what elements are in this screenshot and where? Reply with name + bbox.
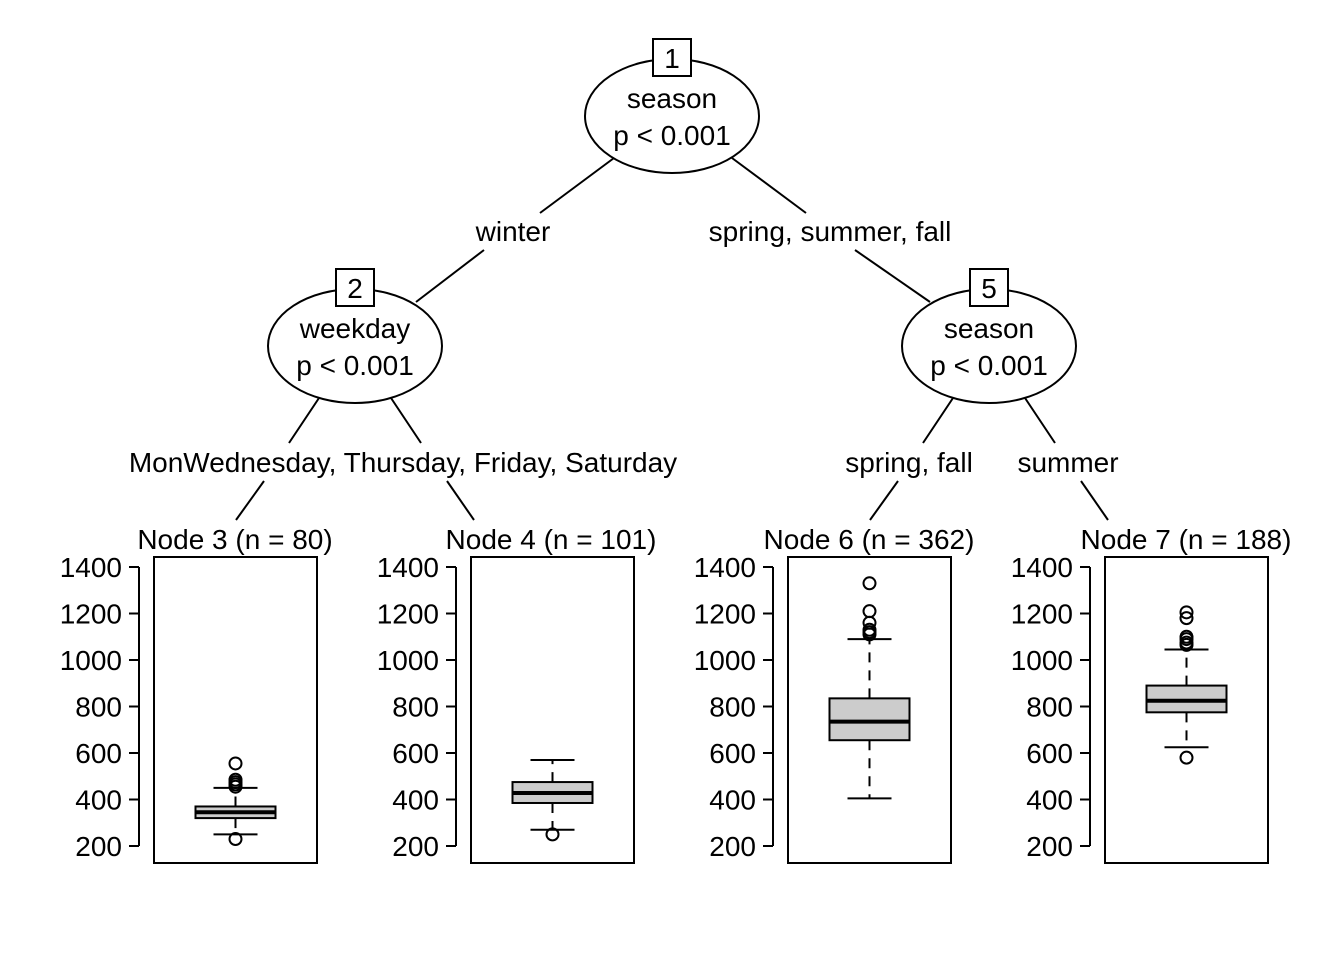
node-3-outlier — [228, 832, 243, 847]
node-7-y-tick-label: 800 — [1026, 692, 1073, 723]
node-7-y-tick-label: 600 — [1026, 738, 1073, 769]
node-4-y-tick-label: 1400 — [377, 552, 439, 583]
inner-node-1: 1 season p < 0.001 — [584, 38, 760, 174]
node-3-y-tick-label: 1400 — [60, 552, 122, 583]
edge-1-5-upper — [731, 157, 807, 214]
node-3-y-tick-label: 200 — [75, 831, 122, 862]
edge-5-7-upper — [1024, 397, 1056, 444]
edge-1-2-lower — [415, 249, 485, 303]
node-3-y-tick-label: 800 — [75, 692, 122, 723]
node-7-outlier — [1179, 605, 1194, 620]
node-7-y-tick-label: 200 — [1026, 831, 1073, 862]
edge-label-spring-fall: spring, fall — [845, 447, 973, 478]
edge-2-3-upper — [288, 397, 320, 444]
node-1-pvalue: p < 0.001 — [613, 120, 731, 151]
node-4-title: Node 4 (n = 101) — [446, 524, 657, 555]
node-5-id-box — [969, 268, 1009, 307]
edge-label-weekday-split: MonWednesday, Thursday, Friday, Saturday — [129, 447, 677, 478]
node-6-y-tick-label: 1400 — [694, 552, 756, 583]
node-3-y-tick-label: 1200 — [60, 599, 122, 630]
node-2-pvalue: p < 0.001 — [296, 350, 414, 381]
node-5-id: 5 — [981, 273, 997, 304]
node-3-outlier — [228, 756, 243, 771]
edge-label-winter: winter — [475, 216, 551, 247]
node-3-outlier — [228, 772, 243, 787]
node-6-outlier — [862, 622, 877, 637]
node-1-id: 1 — [664, 43, 680, 74]
edge-1-2-upper — [539, 157, 615, 214]
node-2-variable: weekday — [299, 313, 411, 344]
node-2-id: 2 — [347, 273, 363, 304]
node-4-y-tick-label: 1200 — [377, 599, 439, 630]
edge-2-3-lower — [235, 480, 265, 521]
node-3-y-tick-label: 400 — [75, 785, 122, 816]
node-7-y-tick-label: 1000 — [1011, 645, 1073, 676]
inner-node-2: 2 weekday p < 0.001 — [267, 268, 443, 404]
inner-node-5: 5 season p < 0.001 — [901, 268, 1077, 404]
node-7-outlier — [1179, 611, 1194, 626]
edge-label-spring-summer-fall: spring, summer, fall — [709, 216, 952, 247]
node-7-y-tick-label: 1400 — [1011, 552, 1073, 583]
node-6-y-tick-label: 800 — [709, 692, 756, 723]
node-4-y-tick-label: 800 — [392, 692, 439, 723]
node-6-iqr-box — [828, 697, 911, 742]
edge-5-6-lower — [869, 480, 899, 521]
node-6-y-tick-label: 200 — [709, 831, 756, 862]
node-5-pvalue: p < 0.001 — [930, 350, 1048, 381]
node-3-y-tick-label: 600 — [75, 738, 122, 769]
node-2-id-box — [335, 268, 375, 307]
edge-2-4-lower — [446, 480, 475, 521]
node-4-y-tick-label: 1000 — [377, 645, 439, 676]
node-1-variable: season — [627, 83, 717, 114]
node-6-title: Node 6 (n = 362) — [764, 524, 975, 555]
node-6-y-tick-label: 1000 — [694, 645, 756, 676]
node-7-y-tick-label: 400 — [1026, 785, 1073, 816]
node-7-y-tick-label: 1200 — [1011, 599, 1073, 630]
terminal-boxplots: 200 400 600 800 1000 1200 1400 200 400 600 800 1000… — [60, 552, 1269, 864]
node-6-outlier — [862, 604, 877, 619]
node-7-outlier — [1179, 629, 1194, 644]
node-4-panel-frame — [470, 556, 635, 864]
edge-2-4-upper — [390, 397, 422, 444]
node-7-panel-frame — [1104, 556, 1269, 864]
node-7-title: Node 7 (n = 188) — [1081, 524, 1292, 555]
edge-5-7-lower — [1080, 480, 1109, 521]
node-6-y-tick-label: 400 — [709, 785, 756, 816]
node-4-y-tick-label: 600 — [392, 738, 439, 769]
node-5-variable: season — [944, 313, 1034, 344]
node-1-id-box — [652, 38, 692, 77]
node-4-outlier — [545, 827, 560, 842]
node-3-y-tick-label: 1000 — [60, 645, 122, 676]
edge-5-6-upper — [922, 397, 954, 444]
node-3-title: Node 3 (n = 80) — [137, 524, 332, 555]
node-4-y-tick-label: 200 — [392, 831, 439, 862]
node-6-y-tick-label: 600 — [709, 738, 756, 769]
node-7-outlier — [1179, 750, 1194, 765]
node-4-y-tick-label: 400 — [392, 785, 439, 816]
edge-1-5-lower — [854, 249, 931, 303]
node-6-y-tick-label: 1200 — [694, 599, 756, 630]
node-6-outlier — [862, 576, 877, 591]
edge-label-summer: summer — [1017, 447, 1118, 478]
